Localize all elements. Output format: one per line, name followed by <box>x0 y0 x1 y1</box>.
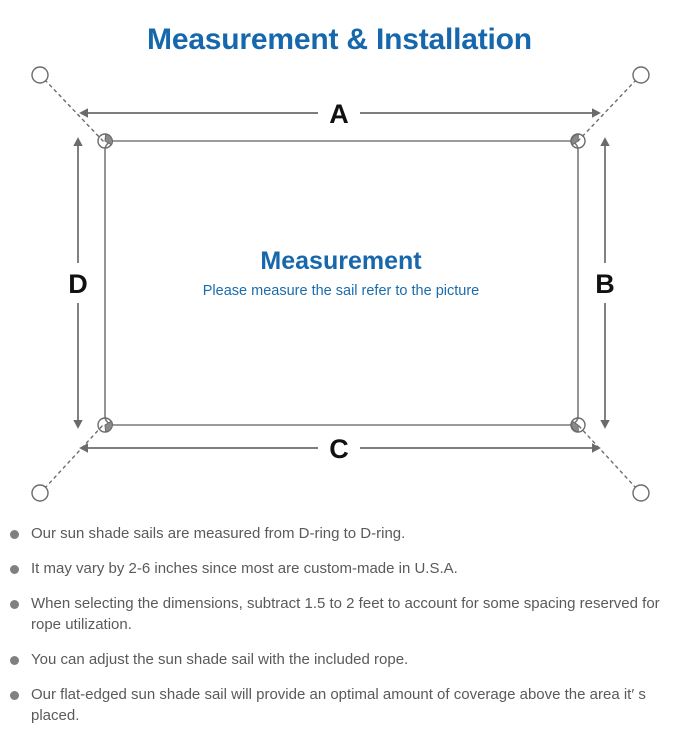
page-title: Measurement & Installation <box>147 23 532 57</box>
dimension-label-a: A <box>329 99 349 129</box>
note-text: When selecting the dimensions, subtract … <box>31 595 660 633</box>
bullet-icon <box>10 691 19 700</box>
dimension-label-c: C <box>329 434 349 464</box>
diagram-center-subheading: Please measure the sail refer to the pic… <box>203 283 479 299</box>
rope-top-right <box>577 79 637 142</box>
dimension-label-d: D <box>68 269 88 299</box>
anchor-bottom-left-icon <box>31 484 49 502</box>
d-ring-top-right <box>570 133 586 149</box>
bullet-icon <box>10 656 19 665</box>
sail-shape <box>104 140 579 426</box>
note-text: You can adjust the sun shade sail with t… <box>31 651 409 668</box>
dimension-label-b: B <box>595 269 615 299</box>
bullet-icon <box>10 600 19 609</box>
list-item: You can adjust the sun shade sail with t… <box>0 649 679 670</box>
list-item: When selecting the dimensions, subtract … <box>0 593 679 635</box>
anchor-top-left-icon <box>31 66 49 84</box>
d-ring-bottom-right <box>570 417 586 433</box>
list-item: Our flat-edged sun shade sail will provi… <box>0 684 679 726</box>
anchor-bottom-right-icon <box>632 484 650 502</box>
list-item: Our sun shade sails are measured from D-… <box>0 523 679 544</box>
rope-bottom-right <box>577 424 637 489</box>
notes-list: Our sun shade sails are measured from D-… <box>0 523 679 740</box>
list-item: It may vary by 2-6 inches since most are… <box>0 558 679 579</box>
d-ring-top-left <box>97 133 113 149</box>
rope-top-left <box>44 79 104 142</box>
anchor-top-right-icon <box>632 66 650 84</box>
bullet-icon <box>10 530 19 539</box>
measurement-diagram: A C D B Measurement Please measure the s… <box>0 45 679 515</box>
bullet-icon <box>10 565 19 574</box>
note-text: Our flat-edged sun shade sail will provi… <box>31 686 646 724</box>
note-text: Our sun shade sails are measured from D-… <box>31 525 406 542</box>
sun-shade-sail-diagram: A C D B Measurement Please measure the s… <box>31 66 650 502</box>
note-text: It may vary by 2-6 inches since most are… <box>31 560 458 577</box>
d-ring-bottom-left <box>97 417 113 433</box>
rope-bottom-left <box>44 424 104 489</box>
diagram-center-heading: Measurement <box>260 247 422 275</box>
